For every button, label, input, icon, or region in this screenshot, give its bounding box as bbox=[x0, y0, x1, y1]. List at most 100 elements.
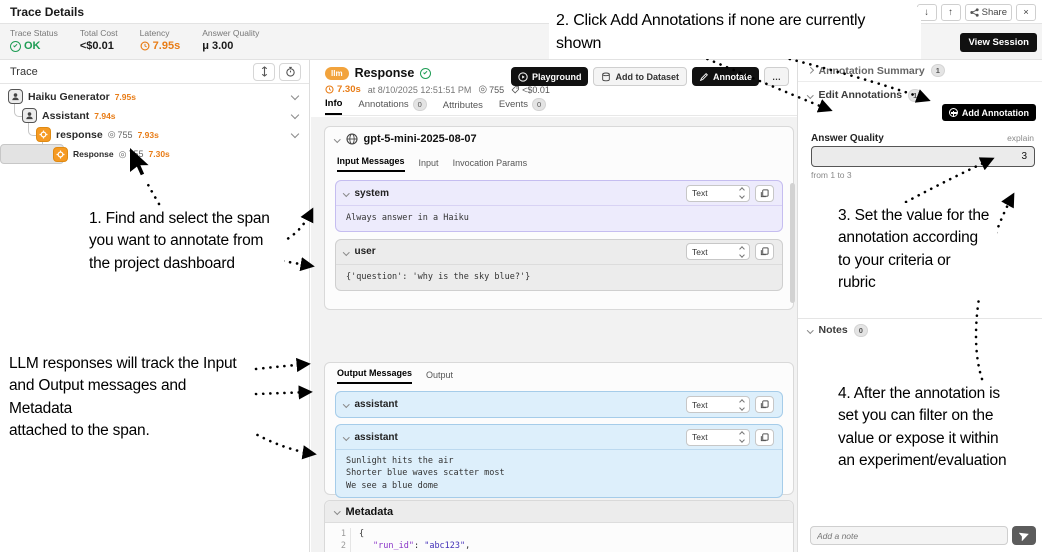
output-card: Output Messages Output assistant Text bbox=[324, 362, 794, 498]
answer-quality-input[interactable] bbox=[811, 146, 1035, 167]
format-select[interactable]: Text bbox=[686, 396, 750, 413]
tab-output[interactable]: Output bbox=[426, 370, 454, 380]
span-duration: 7.94s bbox=[94, 110, 116, 121]
format-select[interactable]: Text bbox=[686, 184, 750, 202]
chevron-down-icon bbox=[807, 91, 814, 99]
expand-collapse-icon bbox=[261, 66, 267, 77]
send-icon bbox=[1018, 532, 1029, 541]
tree-row-haiku-generator[interactable]: Haiku Generator 7.95s bbox=[0, 87, 310, 106]
chevron-down-icon[interactable] bbox=[343, 189, 350, 197]
span-tokens: 755 bbox=[128, 149, 144, 159]
close-button[interactable]: × bbox=[1016, 4, 1036, 21]
callout-step2: 2. Click Add Annotations if none are cur… bbox=[549, 7, 921, 60]
edit-annotations-row[interactable]: Edit Annotations 1 bbox=[798, 84, 1042, 106]
pencil-icon bbox=[699, 72, 708, 81]
playground-button[interactable]: Playground bbox=[510, 67, 589, 86]
span-tokens: 755 bbox=[117, 129, 133, 140]
span-label: Assistant bbox=[42, 109, 90, 122]
tree-row-response-selected[interactable]: Response ◎755 7.30s bbox=[0, 144, 170, 164]
stat-value: <$0.01 bbox=[79, 40, 114, 52]
format-value: Text bbox=[692, 188, 708, 198]
stat-latency: Latency 7.95s bbox=[140, 28, 181, 59]
copy-button[interactable] bbox=[755, 396, 774, 413]
next-span-button[interactable]: ↑ bbox=[940, 4, 961, 21]
copy-button[interactable] bbox=[755, 184, 774, 202]
message-role: assistant bbox=[354, 399, 398, 410]
share-button[interactable]: Share bbox=[964, 4, 1012, 21]
tab-attributes[interactable]: Attributes bbox=[443, 100, 483, 115]
copy-button[interactable] bbox=[755, 243, 774, 261]
callout-step1: 1. Find and select the span you want to … bbox=[82, 206, 284, 280]
select-arrows-icon bbox=[739, 431, 745, 443]
arrow-down-icon: ↓ bbox=[924, 7, 930, 18]
select-arrows-icon bbox=[739, 245, 745, 258]
stat-label: Trace Status bbox=[10, 28, 58, 38]
trace-tree-panel: Trace Haiku Generator 7.95s Assistant 7.… bbox=[0, 60, 310, 552]
note-input[interactable] bbox=[810, 526, 1008, 545]
span-detail-panel: llm Response Playground Add to Dataset A… bbox=[311, 60, 797, 552]
add-annotation-button[interactable]: Add Annotation bbox=[941, 104, 1036, 121]
more-icon: … bbox=[772, 71, 781, 82]
stat-value: OK bbox=[24, 40, 41, 52]
message-content: Sunlight hits the air Shorter blue waves… bbox=[346, 456, 505, 491]
tab-input[interactable]: Input bbox=[418, 158, 439, 168]
format-select[interactable]: Text bbox=[686, 428, 750, 446]
annotation-summary-row[interactable]: Annotation Summary 1 bbox=[798, 60, 1042, 82]
model-card: gpt-5-mini-2025-08-07 Input Messages Inp… bbox=[324, 126, 794, 310]
view-session-button[interactable]: View Session bbox=[960, 33, 1037, 52]
send-note-button[interactable] bbox=[1012, 526, 1036, 545]
chevron-down-icon[interactable] bbox=[290, 110, 300, 120]
chevron-down-icon[interactable] bbox=[290, 91, 300, 101]
select-arrows-icon bbox=[739, 398, 745, 411]
model-name: gpt-5-mini-2025-08-07 bbox=[363, 133, 477, 145]
plus-circle-icon bbox=[948, 108, 958, 117]
chevron-right-icon bbox=[807, 67, 814, 74]
chevron-down-icon[interactable] bbox=[290, 129, 300, 139]
tab-output-messages[interactable]: Output Messages bbox=[337, 368, 413, 384]
expand-collapse-button[interactable] bbox=[253, 62, 275, 81]
span-meta-row: 7.30s at 8/10/2025 12:51:51 PM ◎755 <$0.… bbox=[325, 84, 550, 95]
stat-value: μ 3.00 bbox=[202, 40, 234, 52]
add-to-dataset-button[interactable]: Add to Dataset bbox=[593, 67, 687, 86]
message-role: user bbox=[354, 246, 376, 258]
chevron-down-icon[interactable] bbox=[343, 433, 350, 441]
span-cost: <$0.01 bbox=[522, 84, 550, 95]
notes-header-row[interactable]: Notes 0 bbox=[798, 319, 1042, 341]
tree-row-response-lower[interactable]: response ◎755 7.93s bbox=[0, 125, 310, 144]
timer-button[interactable] bbox=[279, 62, 301, 81]
annotate-button[interactable]: Annotate bbox=[692, 67, 759, 86]
chevron-down-icon[interactable] bbox=[334, 508, 341, 515]
chevron-down-icon bbox=[807, 326, 814, 334]
tab-invocation-params[interactable]: Invocation Params bbox=[452, 158, 528, 168]
chevron-down-icon[interactable] bbox=[343, 248, 350, 255]
tree-connector bbox=[14, 101, 23, 117]
span-title: Response bbox=[354, 66, 415, 80]
edit-annotations-badge: 1 bbox=[908, 88, 923, 102]
span-duration: 7.30s bbox=[148, 149, 170, 159]
stat-total-cost: Total Cost <$0.01 bbox=[80, 28, 118, 59]
tab-info[interactable]: Info bbox=[325, 98, 343, 115]
playground-label: Playground bbox=[531, 71, 582, 82]
callout-step3: 3. Set the value for the annotation acco… bbox=[831, 203, 997, 299]
explain-link[interactable]: explain bbox=[1007, 133, 1034, 143]
chevron-down-icon[interactable] bbox=[343, 401, 350, 408]
copy-button[interactable] bbox=[755, 428, 774, 446]
stat-label: Total Cost bbox=[79, 28, 118, 38]
tab-input-messages[interactable]: Input Messages bbox=[337, 156, 405, 172]
scrollbar-thumb[interactable] bbox=[790, 183, 795, 303]
format-value: Text bbox=[692, 399, 708, 410]
tree-row-assistant[interactable]: Assistant 7.94s bbox=[0, 106, 310, 125]
metadata-json: 1 2 3 4 5 6 { "run_id": "abc123", "env":… bbox=[325, 523, 793, 552]
model-card-tabs: Input Messages Input Invocation Params bbox=[325, 151, 793, 172]
format-select[interactable]: Text bbox=[686, 243, 750, 261]
format-value: Text bbox=[692, 246, 708, 257]
chevron-down-icon[interactable] bbox=[334, 135, 341, 143]
tab-label: Events bbox=[498, 99, 528, 110]
format-value: Text bbox=[692, 432, 708, 442]
stat-label: Latency bbox=[139, 28, 170, 38]
more-button[interactable]: … bbox=[764, 67, 789, 86]
llm-kind-badge: llm bbox=[325, 66, 349, 80]
